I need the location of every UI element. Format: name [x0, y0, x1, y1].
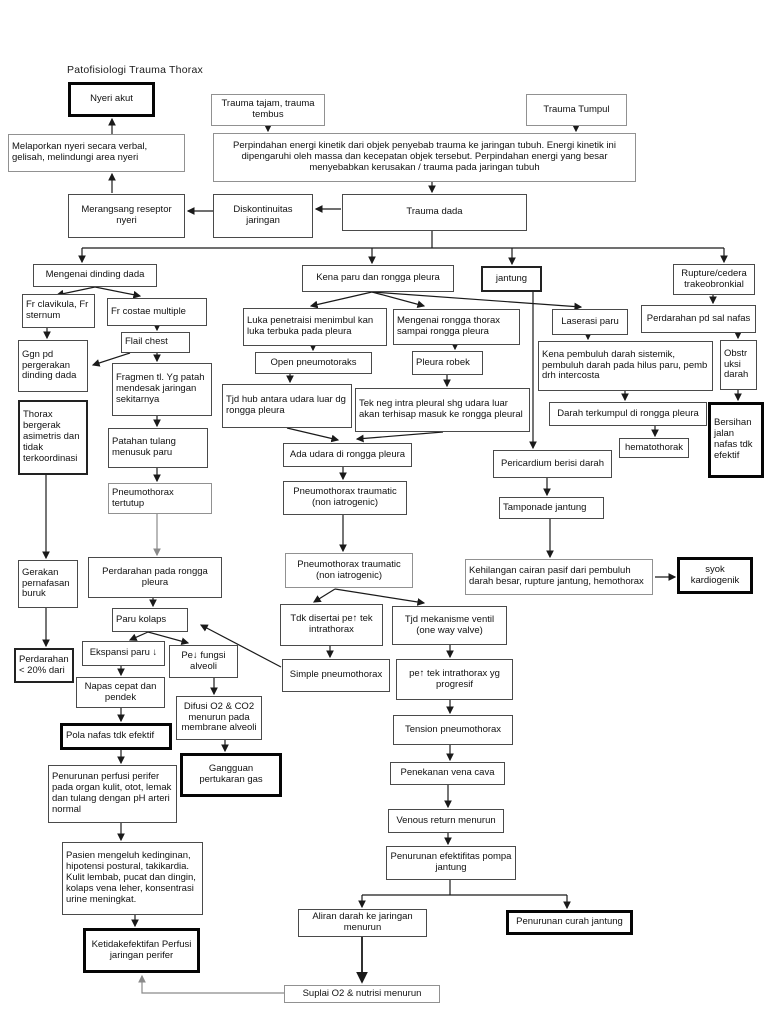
node-jantung: jantung	[481, 266, 542, 292]
node-pericardium: Pericardium berisi darah	[493, 450, 612, 478]
node-tjd-mekanisme-ventil: Tjd mekanisme ventil (one way valve)	[392, 606, 507, 645]
node-curah-jantung: Penurunan curah jantung	[506, 910, 633, 935]
node-patahan-tulang: Patahan tulang menusuk paru	[108, 428, 208, 468]
node-tjd-hub-udara: Tjd hub antara udara luar dg rongga pleu…	[222, 384, 352, 428]
node-flail-chest: Flail chest	[121, 332, 190, 353]
node-trauma-tumpul: Trauma Tumpul	[526, 94, 627, 126]
node-kena-paru-rongga-pleura: Kena paru dan rongga pleura	[302, 265, 454, 292]
node-energi-kinetik: Perpindahan energi kinetik dari objek pe…	[213, 133, 636, 182]
node-bersihan-jalan-nafas: Bersihan jalan nafas tdk efektif	[708, 402, 764, 478]
node-pneumothorax-traumatic-1: Pneumothorax traumatic (non iatrogenic)	[283, 481, 407, 515]
flow-arrow	[138, 974, 284, 994]
node-perdarahan-sal-nafas: Perdarahan pd sal nafas	[641, 305, 756, 333]
node-trauma-dada: Trauma dada	[342, 194, 527, 231]
node-napas-cepat: Napas cepat dan pendek	[76, 677, 165, 708]
node-nyeri-akut: Nyeri akut	[68, 82, 155, 117]
node-pneumothorax-tertutup: Pneumothorax tertutup	[108, 483, 212, 514]
node-ggn-pergerakan: Ggn pd pergerakan dinding dada	[18, 340, 88, 392]
node-suplai-o2: Suplai O2 & nutrisi menurun	[284, 985, 440, 1003]
node-tamponade-jantung: Tamponade jantung	[499, 497, 604, 519]
node-perdarahan-20: Perdarahan < 20% dari	[14, 648, 74, 683]
node-laserasi-paru: Laserasi paru	[552, 309, 628, 335]
node-pasien-mengeluh: Pasien mengeluh kedinginan, hipotensi po…	[62, 842, 203, 915]
node-simple-pneumothorax: Simple pneumothorax	[282, 659, 390, 692]
node-kehilangan-cairan: Kehilangan cairan pasif dari pembuluh da…	[465, 559, 653, 595]
node-mengenai-rongga-thorax: Mengenai rongga thorax sampai rongga ple…	[393, 309, 520, 345]
node-darah-terkumpul: Darah terkumpul di rongga pleura	[549, 402, 707, 426]
node-open-pneumotoraks: Open pneumotoraks	[255, 352, 372, 374]
node-aliran-darah: Aliran darah ke jaringan menurun	[298, 909, 427, 937]
flow-arrow	[286, 427, 340, 443]
node-fr-costae: Fr costae multiple	[107, 298, 207, 326]
node-diskontinuitas: Diskontinuitas jaringan	[213, 194, 313, 238]
node-obstruksi-darah: Obstr uksi darah	[720, 340, 757, 390]
node-rupture-trakeobronkial: Rupture/cedera trakeobronkial	[673, 264, 755, 295]
flow-arrow	[309, 291, 373, 309]
node-gerakan-pernafasan: Gerakan pernafasan buruk	[18, 560, 78, 608]
node-gangguan-pertukaran-gas: Gangguan pertukaran gas	[180, 753, 282, 797]
node-paru-kolaps: Paru kolaps	[112, 608, 188, 632]
node-pleura-robek: Pleura robek	[412, 351, 483, 375]
node-tek-neg-intra-pleural: Tek neg intra pleural shg udara luar aka…	[355, 388, 530, 432]
node-pneumothorax-traumatic-2: Pneumothorax traumatic (non iatrogenic)	[285, 553, 413, 588]
node-pe-tek-progresif: pe↑ tek intrathorax yg progresif	[396, 659, 513, 700]
node-ketidakefektifan-perfusi: Ketidakefektifan Perfusi jaringan perife…	[83, 928, 200, 973]
node-tension-pneumothorax: Tension pneumothorax	[393, 715, 513, 745]
flow-arrow	[371, 291, 583, 311]
node-perdarahan-rongga-pleura: Perdarahan pada rongga pleura	[88, 557, 222, 598]
node-melaporkan-nyeri: Melaporkan nyeri secara verbal, gelisah,…	[8, 134, 185, 172]
node-venous-return: Venous return menurun	[388, 809, 504, 833]
node-penurunan-perfusi: Penurunan perfusi perifer pada organ kul…	[48, 765, 177, 823]
flow-arrow	[355, 431, 444, 443]
flow-arrow	[128, 631, 149, 641]
node-hematothorak: hematothorak	[619, 438, 689, 458]
flow-arrow	[94, 286, 142, 299]
node-tdk-disertai: Tdk disertai pe↑ tek intrathorax	[280, 604, 383, 646]
node-mengenai-dinding-dada: Mengenai dinding dada	[33, 264, 157, 287]
node-pompa-jantung: Penurunan efektifitas pompa jantung	[386, 846, 516, 880]
flow-arrow	[313, 588, 336, 603]
node-kena-pembuluh-darah: Kena pembuluh darah sistemik, pembuluh d…	[538, 341, 713, 391]
node-syok-kardiogenik: syok kardiogenik	[677, 557, 753, 594]
flow-arrow	[371, 291, 426, 309]
node-merangsang-reseptor: Merangsang reseptor nyeri	[68, 194, 185, 238]
node-ada-udara: Ada udara di rongga pleura	[283, 443, 412, 467]
node-luka-penetraisi: Luka penetraisi menimbul kan luka terbuk…	[243, 308, 387, 346]
page-title: Patofisiologi Trauma Thorax	[67, 64, 203, 76]
node-pe-fungsi-alveoli: Pe↓ fungsi alveoli	[169, 645, 238, 678]
node-thorax-asimetris: Thorax bergerak asimetris dan tidak terk…	[18, 400, 88, 475]
flow-arrow	[334, 588, 426, 606]
node-fragmen-tulang: Fragmen tl. Yg patah mendesak jaringan s…	[112, 363, 212, 416]
node-trauma-tajam: Trauma tajam, trauma tembus	[211, 94, 325, 126]
node-difusi-o2-co2: Difusi O2 & CO2 menurun pada membrane al…	[176, 696, 262, 740]
node-pola-nafas: Pola nafas tdk efektif	[60, 723, 172, 750]
node-penekanan-vena-cava: Penekanan vena cava	[390, 762, 505, 785]
node-fr-clavikula: Fr clavikula, Fr sternum	[22, 294, 95, 328]
node-ekspansi-paru: Ekspansi paru ↓	[82, 641, 165, 666]
